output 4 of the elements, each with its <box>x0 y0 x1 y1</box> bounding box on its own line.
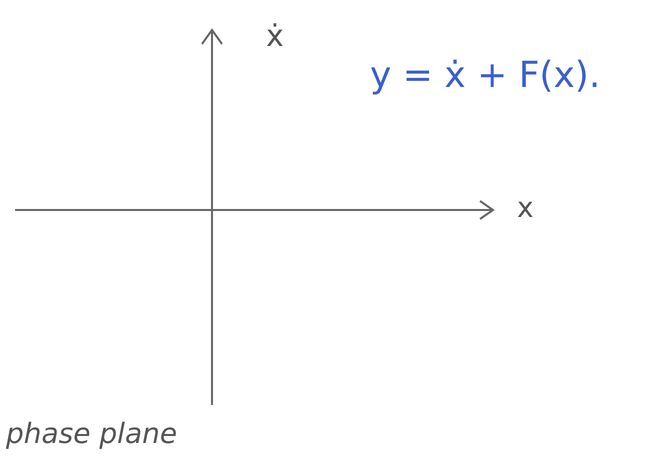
equation: y = ẋ + F(x). <box>370 58 600 94</box>
axis-label: x <box>517 194 534 222</box>
plot-title: phase plane <box>6 420 178 448</box>
axis-label: ẋ <box>266 22 284 52</box>
